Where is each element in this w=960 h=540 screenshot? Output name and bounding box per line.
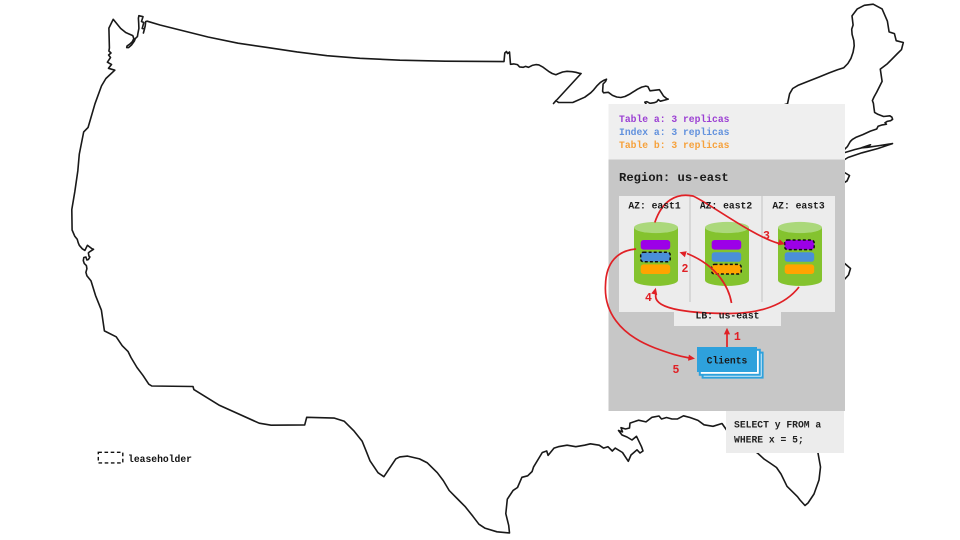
svg-text:1: 1 [734, 331, 741, 344]
svg-text:Clients: Clients [707, 356, 748, 367]
svg-text:3: 3 [763, 230, 770, 243]
svg-text:5: 5 [673, 364, 680, 377]
svg-text:WHERE x = 5;: WHERE x = 5; [734, 434, 804, 445]
svg-text:SELECT y FROM a: SELECT y FROM a [734, 420, 821, 431]
svg-text:AZ: east2: AZ: east2 [700, 201, 753, 212]
svg-text:Table a: 3 replicas: Table a: 3 replicas [619, 114, 730, 125]
svg-text:Index a: 3 replicas: Index a: 3 replicas [619, 127, 730, 138]
svg-text:AZ: east3: AZ: east3 [772, 201, 825, 212]
svg-text:Table b: 3 replicas: Table b: 3 replicas [619, 140, 730, 151]
svg-text:Region: us-east: Region: us-east [619, 171, 729, 185]
svg-text:LB: us-east: LB: us-east [696, 311, 760, 322]
svg-text:AZ: east1: AZ: east1 [628, 201, 681, 212]
svg-text:2: 2 [682, 263, 689, 276]
svg-text:leaseholder: leaseholder [128, 454, 192, 465]
svg-text:4: 4 [645, 292, 652, 305]
